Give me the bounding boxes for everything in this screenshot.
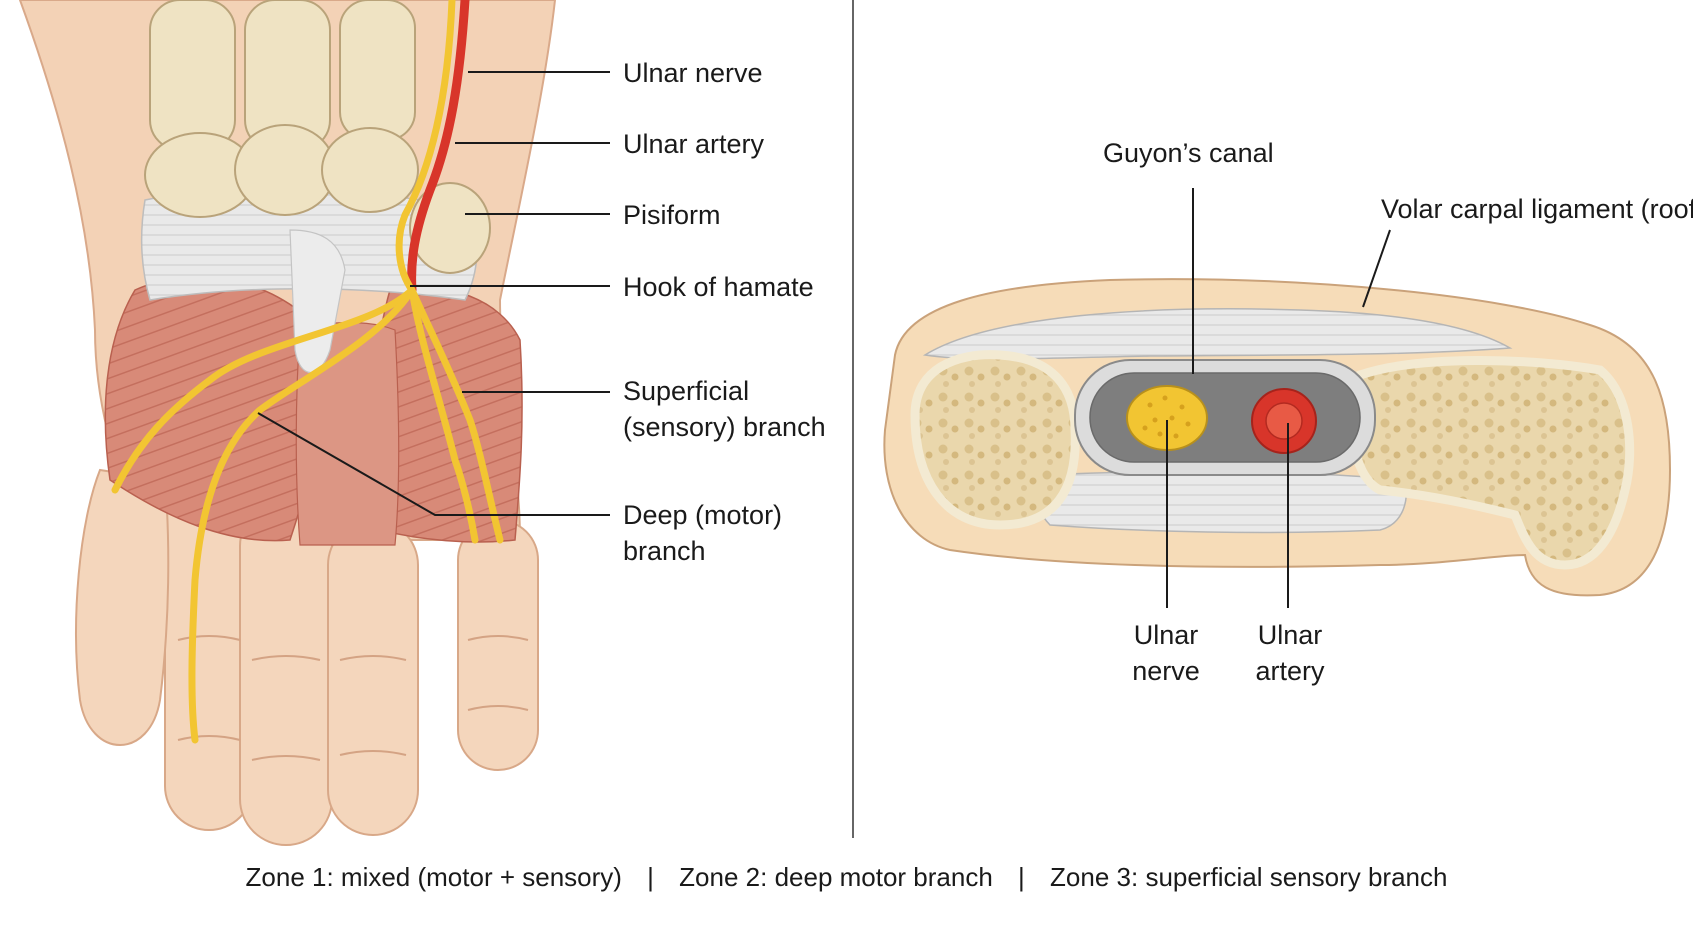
label-volar-carpal-ligament: Volar carpal ligament (roof) (1381, 194, 1693, 224)
zone-legend: Zone 1: mixed (motor + sensory) | Zone 2… (0, 862, 1693, 893)
label-deep-branch-1: Deep (motor) (623, 500, 782, 530)
hand-illustration (18, 0, 557, 846)
zone-separator: | (647, 862, 654, 892)
thenar-muscles (104, 276, 324, 542)
right-labels: Guyon’s canal Volar carpal ligament (roo… (1103, 138, 1693, 686)
pisiform-bone (409, 182, 491, 274)
zone-2-label: Zone 2: deep motor branch (679, 862, 993, 892)
right-leader-lines (1166, 188, 1391, 608)
cross-section-illustration (883, 278, 1672, 597)
label-pisiform: Pisiform (623, 200, 721, 230)
zone-separator: | (1018, 862, 1025, 892)
hamate-section (1347, 356, 1635, 570)
label-ulnar-nerve: Ulnar nerve (623, 58, 763, 88)
zone-1-label: Zone 1: mixed (motor + sensory) (245, 862, 622, 892)
volar-carpal-ligament (922, 308, 1513, 360)
label-section-ulnar-nerve-2: nerve (1132, 656, 1200, 686)
finger-ring (327, 519, 419, 836)
label-section-ulnar-nerve-1: Ulnar (1134, 620, 1199, 650)
label-superficial-branch-1: Superficial (623, 376, 749, 406)
label-superficial-branch-2: (sensory) branch (623, 412, 826, 442)
label-deep-branch-2: branch (623, 536, 706, 566)
ulnar-nerve-branches (111, 0, 504, 744)
label-section-ulnar-artery-2: artery (1255, 656, 1325, 686)
left-labels: Ulnar nerve Ulnar artery Pisiform Hook o… (623, 58, 826, 566)
ulnar-artery-vessel (407, 0, 470, 295)
thumb (75, 468, 170, 746)
label-hook-of-hamate: Hook of hamate (623, 272, 814, 302)
floor-ligament (1036, 470, 1407, 534)
label-ulnar-artery: Ulnar artery (623, 129, 765, 159)
label-section-ulnar-artery-1: Ulnar (1258, 620, 1323, 650)
zone-3-label: Zone 3: superficial sensory branch (1050, 862, 1448, 892)
finger-middle (239, 499, 333, 846)
pisiform-section (910, 350, 1080, 530)
label-guyons-canal: Guyon’s canal (1103, 138, 1274, 168)
left-leader-lines (257, 71, 610, 516)
finger-little (457, 519, 539, 771)
carpal-bones (144, 0, 419, 218)
central-palm-muscles (295, 321, 400, 546)
